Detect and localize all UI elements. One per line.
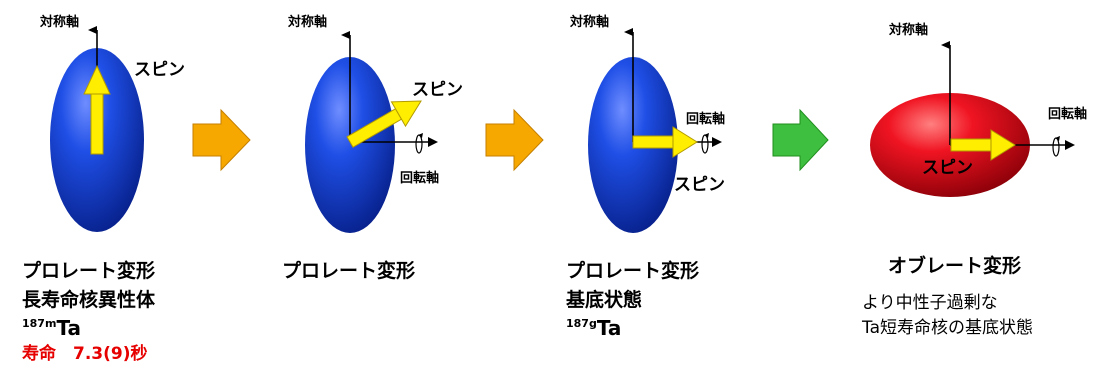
caption-2-line-1: プロレート変形 (282, 260, 416, 282)
spin-arrow-2 (346, 100, 422, 148)
axis-label-2: 対称軸 (288, 15, 328, 30)
isotope-187g-ta: 187gTa (566, 316, 622, 340)
spin-label-3: スピン (674, 175, 725, 195)
caption-1-line-1: プロレート変形 (22, 260, 156, 282)
transition-arrow-1 (192, 108, 251, 172)
spin-label-1: スピン (134, 60, 185, 80)
rotation-circle-icon-2 (415, 133, 423, 154)
caption-4-line-1: オブレート変形 (888, 255, 1022, 277)
rotation-label-2: 回転軸 (400, 171, 440, 186)
transition-arrow-3 (772, 108, 829, 172)
spin-label-2: スピン (412, 80, 463, 100)
axis-label-3: 対称軸 (570, 15, 610, 30)
note-line-2: Ta短寿命核の基底状態 (862, 318, 1033, 338)
rotation-circle-icon-4 (1052, 136, 1060, 157)
prolate-nucleus-2 (305, 57, 395, 233)
spin-arrow-1 (83, 64, 111, 155)
axis-label-1: 対称軸 (40, 15, 80, 30)
isotope-187m-ta: 187mTa (22, 316, 81, 340)
note-line-1: より中性子過剰な (862, 293, 998, 313)
lifetime-text: 寿命 7.3(9)秒 (22, 344, 148, 364)
spin-arrow-3 (632, 126, 698, 158)
spin-arrow-4 (950, 129, 1016, 161)
rotation-circle-icon-3 (701, 133, 709, 154)
rotation-label-3: 回転軸 (686, 112, 726, 127)
caption-3-line-2: 基底状態 (566, 289, 643, 311)
axis-label-4: 対称軸 (889, 23, 929, 38)
caption-3-line-1: プロレート変形 (566, 260, 700, 282)
transition-arrow-2 (485, 108, 544, 172)
rotation-label-4: 回転軸 (1048, 107, 1088, 122)
caption-1-line-2: 長寿命核異性体 (22, 289, 156, 311)
spin-label-4: スピン (922, 158, 973, 178)
